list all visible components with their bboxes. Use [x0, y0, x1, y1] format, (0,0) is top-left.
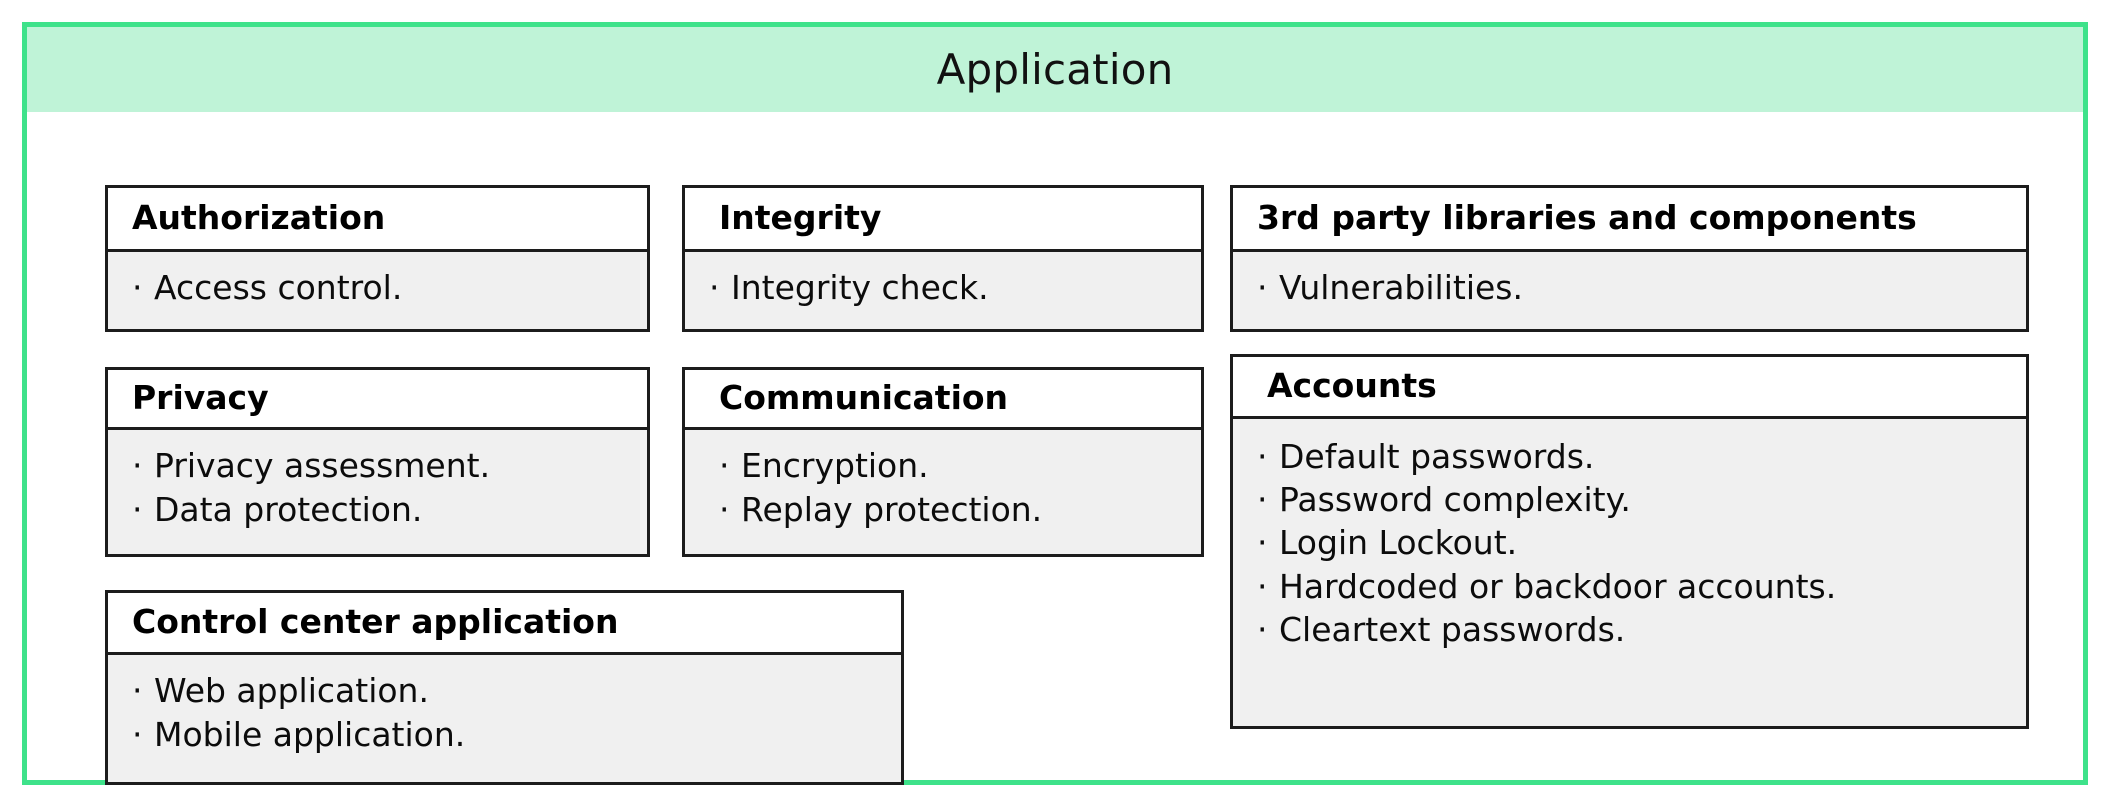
- bullet-icon: ·: [132, 489, 143, 529]
- list-item-label: Cleartext passwords.: [1279, 609, 1626, 649]
- card-title: Control center application: [132, 602, 619, 642]
- list-item-label: Default passwords.: [1279, 437, 1595, 476]
- card-title: Communication: [719, 378, 1009, 418]
- card-title: Authorization: [132, 198, 386, 238]
- list-item-label: Data protection.: [154, 489, 423, 529]
- list-item: · Integrity check.: [709, 266, 1201, 310]
- list-item-label: Hardcoded or backdoor accounts.: [1279, 566, 1837, 606]
- list-item-label: Integrity check.: [731, 268, 989, 307]
- bullet-icon: ·: [719, 446, 730, 485]
- bullet-icon: ·: [1257, 523, 1268, 563]
- list-item-label: Encryption.: [741, 446, 929, 485]
- list-item: · Login Lockout.: [1257, 521, 2026, 564]
- bullet-icon: ·: [132, 671, 143, 710]
- list-item-label: Replay protection.: [741, 489, 1043, 529]
- card-title: 3rd party libraries and components: [1257, 198, 1917, 238]
- application-panel: Application Authorization · Access contr…: [22, 22, 2088, 785]
- card-body-privacy: · Privacy assessment. · Data protection.: [108, 430, 647, 554]
- bullet-icon: ·: [1257, 437, 1268, 476]
- card-title: Accounts: [1267, 366, 1437, 406]
- card-communication[interactable]: Communication · Encryption. · Replay pro…: [682, 367, 1204, 557]
- card-authorization[interactable]: Authorization · Access control.: [105, 185, 650, 332]
- list-item-label: Password complexity.: [1279, 480, 1631, 520]
- card-title: Integrity: [719, 198, 882, 238]
- bullet-icon: ·: [719, 489, 730, 529]
- card-body-integrity: · Integrity check.: [685, 252, 1201, 329]
- card-control-center-application[interactable]: Control center application · Web applica…: [105, 590, 904, 785]
- card-third-party-libraries[interactable]: 3rd party libraries and components · Vul…: [1230, 185, 2029, 332]
- list-item-label: Web application.: [154, 671, 429, 710]
- list-item: · Privacy assessment.: [132, 444, 647, 488]
- card-header-accounts: Accounts: [1233, 357, 2026, 419]
- list-item-label: Vulnerabilities.: [1279, 268, 1523, 307]
- list-item: · Cleartext passwords.: [1257, 608, 2026, 651]
- list-item: · Access control.: [132, 266, 647, 310]
- card-title: Privacy: [132, 378, 269, 418]
- card-header-control-center-application: Control center application: [108, 593, 901, 655]
- card-header-integrity: Integrity: [685, 188, 1201, 252]
- card-header-privacy: Privacy: [108, 370, 647, 430]
- bullet-icon: ·: [709, 268, 720, 307]
- card-privacy[interactable]: Privacy · Privacy assessment. · Data pro…: [105, 367, 650, 557]
- list-item: · Default passwords.: [1257, 435, 2026, 478]
- list-item: · Web application.: [132, 669, 901, 713]
- bullet-icon: ·: [132, 714, 143, 754]
- card-body-authorization: · Access control.: [108, 252, 647, 329]
- panel-header: Application: [27, 27, 2083, 112]
- list-item: · Encryption.: [719, 444, 1201, 488]
- list-item-label: Login Lockout.: [1279, 523, 1518, 563]
- card-body-control-center-application: · Web application. · Mobile application.: [108, 655, 901, 782]
- card-integrity[interactable]: Integrity · Integrity check.: [682, 185, 1204, 332]
- bullet-icon: ·: [1257, 480, 1268, 520]
- list-item-label: Privacy assessment.: [154, 446, 491, 485]
- card-body-accounts: · Default passwords. · Password complexi…: [1233, 419, 2026, 726]
- bullet-icon: ·: [132, 268, 143, 307]
- bullet-icon: ·: [132, 446, 143, 485]
- list-item: · Mobile application.: [132, 713, 901, 757]
- list-item: · Data protection.: [132, 488, 647, 532]
- list-item-label: Access control.: [154, 268, 403, 307]
- card-header-communication: Communication: [685, 370, 1201, 430]
- bullet-icon: ·: [1257, 268, 1268, 307]
- list-item: · Replay protection.: [719, 488, 1201, 532]
- card-accounts[interactable]: Accounts · Default passwords. · Password…: [1230, 354, 2029, 729]
- list-item: · Password complexity.: [1257, 478, 2026, 521]
- card-header-third-party-libraries: 3rd party libraries and components: [1233, 188, 2026, 252]
- card-body-communication: · Encryption. · Replay protection.: [685, 430, 1201, 554]
- bullet-icon: ·: [1257, 609, 1268, 649]
- list-item: · Hardcoded or backdoor accounts.: [1257, 565, 2026, 608]
- list-item-label: Mobile application.: [154, 714, 466, 754]
- page-title: Application: [936, 44, 1174, 94]
- card-body-third-party-libraries: · Vulnerabilities.: [1233, 252, 2026, 329]
- bullet-icon: ·: [1257, 566, 1268, 606]
- card-header-authorization: Authorization: [108, 188, 647, 252]
- list-item: · Vulnerabilities.: [1257, 266, 2026, 310]
- panel-body: Authorization · Access control. Integrit…: [27, 112, 2083, 785]
